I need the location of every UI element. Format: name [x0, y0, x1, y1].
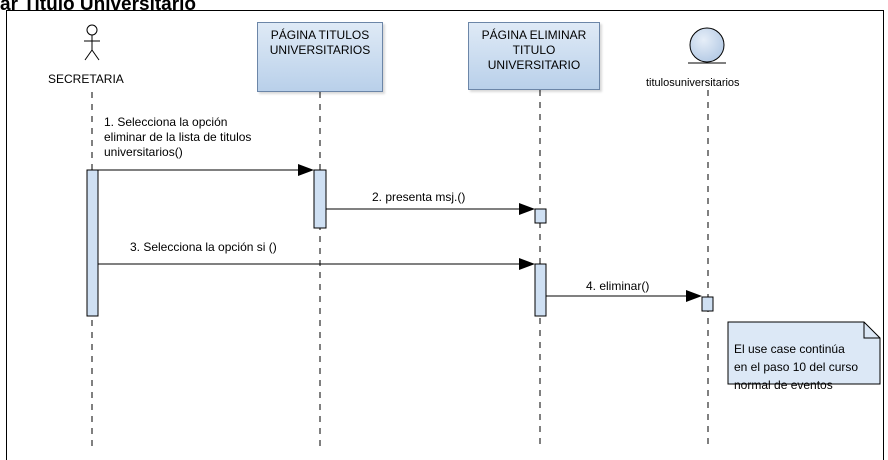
note-line-2: en el paso 10 del curso — [734, 360, 859, 374]
message-1-line-3: universitarios() — [104, 145, 183, 159]
activation-eliminar-1 — [534, 208, 547, 224]
message-1-line-2: eliminar de la lista de titulos — [104, 130, 252, 144]
lifeline-pagina-titulos: PÁGINA TITULOS UNIVERSITARIOS — [257, 22, 383, 92]
lifeline-pagina-eliminar: PÁGINA ELIMINAR TITULO UNIVERSITARIO — [468, 22, 600, 90]
lifeline-pagina-eliminar-line-2: TITULO — [512, 43, 556, 57]
message-2-arrowhead — [519, 203, 535, 215]
message-3-label: 3. Selecciona la opción si () — [130, 240, 277, 254]
lifeline-pagina-titulos-line-1: PÁGINA TITULOS — [270, 28, 370, 42]
message-2-label: 2. presenta msj.() — [372, 190, 466, 204]
lifeline-pagina-eliminar-line-1: PÁGINA ELIMINAR — [481, 28, 587, 42]
note-line-3: normal de eventos — [734, 378, 833, 392]
message-1-arrowhead — [298, 164, 314, 176]
page-title: ar Titulo Universitario — [0, 0, 197, 15]
lifeline-pagina-titulos-line-2: UNIVERSITARIOS — [269, 43, 371, 57]
note-fold — [863, 322, 880, 339]
lifeline-pagina-eliminar-line-3: UNIVERSITARIO — [487, 58, 581, 72]
actor-icon — [84, 24, 100, 61]
message-3-arrowhead — [519, 258, 535, 270]
note-line-1: El use case continúa — [734, 342, 845, 356]
diagram-frame — [6, 10, 884, 460]
entity-label: titulosuniversitarios — [646, 77, 740, 89]
message-4-arrowhead — [686, 290, 702, 302]
activation-secretaria — [86, 169, 99, 317]
entity-icon — [688, 27, 726, 64]
note-text: El use case continúa en el paso 10 del c… — [734, 340, 858, 394]
activation-pagina-titulos — [313, 169, 327, 229]
actor-label: SECRETARIA — [48, 72, 124, 86]
message-1-label: 1. Selecciona la opción eliminar de la l… — [104, 115, 251, 160]
message-1-line-1: 1. Selecciona la opción — [104, 115, 228, 129]
message-4-label: 4. eliminar() — [586, 279, 650, 293]
activation-eliminar-2 — [534, 263, 547, 317]
activation-entity — [701, 296, 714, 312]
note-shape — [727, 321, 881, 385]
